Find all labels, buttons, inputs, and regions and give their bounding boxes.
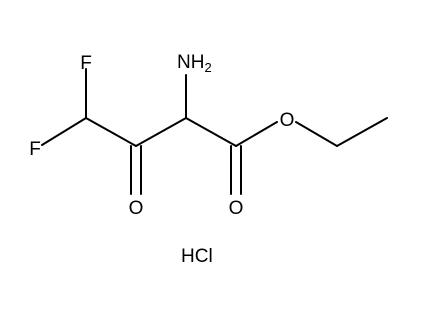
amino-main-text: NH [177, 52, 204, 73]
bond-c5-c6 [336, 117, 388, 147]
bond-o-ester-c5 [295, 121, 338, 147]
bond-c3-c4 [185, 117, 237, 147]
bond-c4-o-ester [235, 121, 278, 147]
amino-subscript-text: 2 [204, 60, 211, 75]
hcl-salt-label: HCl [181, 246, 213, 267]
ketone-oxygen-label: O [129, 198, 144, 219]
ester-oxygen-label: O [280, 110, 295, 131]
bond-f-left-c1 [41, 117, 87, 146]
amino-group-label: NH2 [177, 52, 212, 75]
bond-c2-c3 [135, 117, 187, 147]
bond-c1-c2 [85, 117, 137, 147]
fluorine-top-label: F [80, 53, 92, 74]
fluorine-left-label: F [29, 139, 41, 160]
ester-carbonyl-oxygen-label: O [229, 198, 244, 219]
